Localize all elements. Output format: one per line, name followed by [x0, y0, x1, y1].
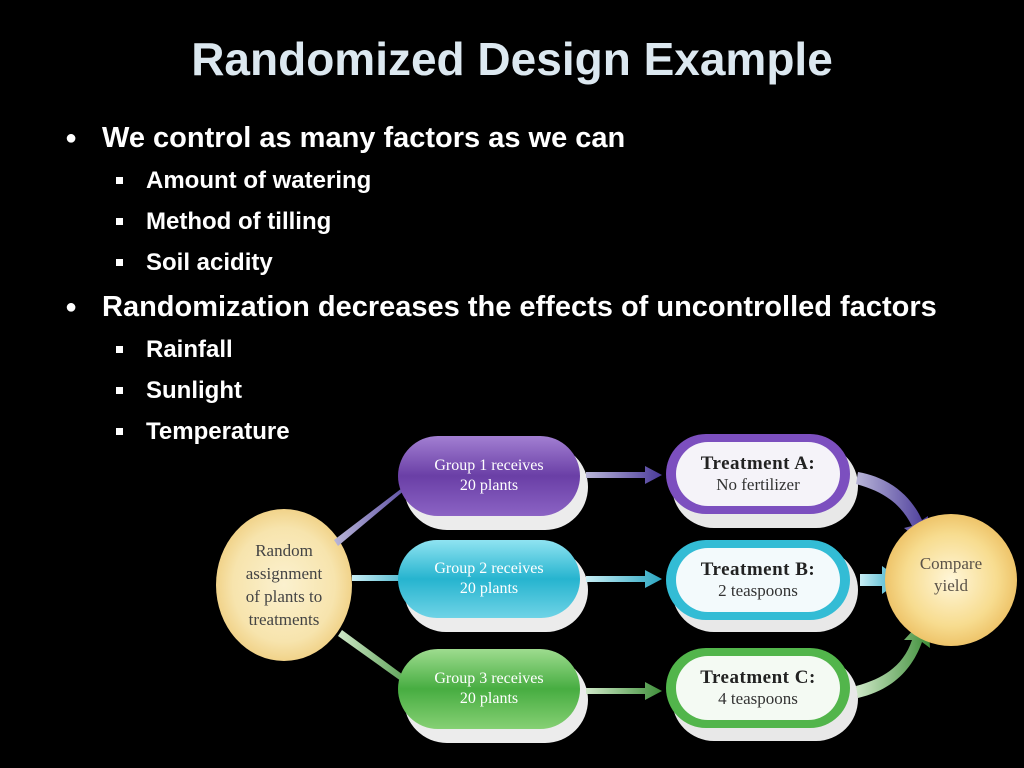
random-line: assignment: [245, 564, 323, 583]
group-line: 20 plants: [459, 580, 519, 597]
arrow-group2-to-treatmentB: [586, 570, 662, 588]
group-line: 20 plants: [459, 690, 519, 707]
random-line: Random: [255, 541, 313, 560]
subbullet-sunlight: Sunlight: [60, 370, 990, 411]
subbullet-acidity: Soil acidity: [60, 242, 990, 283]
treatment-subtitle: No fertilizer: [716, 475, 800, 494]
arrow-treatmentC-to-compare: [856, 614, 930, 698]
group-line: Group 2 receives: [434, 560, 544, 577]
treatmentC-inner: [676, 656, 840, 720]
treatmentB-inner: [676, 548, 840, 612]
subbullet-text: Soil acidity: [146, 249, 273, 276]
group-line: Group 1 receives: [434, 457, 544, 474]
treatment-subtitle: 4 teaspoons: [718, 689, 798, 708]
group-line: 20 plants: [459, 477, 519, 494]
group3-label: Group 3 receives 20 plants: [398, 649, 580, 729]
treatment-subtitle: 2 teaspoons: [718, 581, 798, 600]
group-line: Group 3 receives: [434, 670, 544, 687]
treatment-title: Treatment C:: [700, 667, 816, 688]
bullet-randomization: ● Randomization decreases the effects of…: [60, 287, 990, 327]
random-line: of plants to: [245, 587, 323, 606]
treatment-title: Treatment B:: [700, 559, 816, 580]
subbullet-text: Amount of watering: [146, 167, 372, 194]
compare-yield-node: [885, 514, 1017, 646]
random-line: treatments: [248, 610, 320, 629]
arrow-random-to-group2: [352, 569, 422, 587]
bullet-list: ● We control as many factors as we can A…: [60, 118, 990, 452]
compare-line: yield: [934, 576, 968, 595]
treatmentC-label: Treatment C: 4 teaspoons: [676, 656, 840, 720]
square-bullet-icon: [116, 428, 123, 435]
subbullet-watering: Amount of watering: [60, 160, 990, 201]
square-bullet-icon: [116, 218, 123, 225]
random-assignment-label: Random assignment of plants to treatment…: [216, 538, 352, 632]
treatmentA-label: Treatment A: No fertilizer: [676, 442, 840, 506]
bullet-text: Randomization decreases the effects of u…: [102, 291, 937, 323]
subbullet-tilling: Method of tilling: [60, 201, 990, 242]
square-bullet-icon: [116, 346, 123, 353]
bullet-controlled: ● We control as many factors as we can: [60, 118, 990, 158]
treatmentA-inner: [676, 442, 840, 506]
arrow-treatmentA-to-compare: [856, 472, 928, 546]
bullet-text: We control as many factors as we can: [102, 122, 626, 154]
group2-capsule: [398, 540, 580, 618]
compare-line: Compare: [919, 554, 983, 573]
bullet-dot-icon: ●: [65, 296, 78, 318]
compare-yield-label: Compare yield: [891, 546, 1011, 604]
subbullet-text: Method of tilling: [146, 208, 332, 235]
random-assignment-node: [216, 509, 352, 661]
treatment-title: Treatment A:: [700, 453, 816, 474]
page-title: Randomized Design Example: [191, 33, 833, 85]
subbullet-temperature: Temperature: [60, 411, 990, 452]
treatmentB-label: Treatment B: 2 teaspoons: [676, 548, 840, 612]
subbullet-rainfall: Rainfall: [60, 329, 990, 370]
square-bullet-icon: [116, 387, 123, 394]
subbullet-text: Temperature: [146, 418, 290, 445]
group1-label: Group 1 receives 20 plants: [398, 436, 580, 516]
arrow-group3-to-treatmentC: [586, 682, 662, 700]
arrow-group1-to-treatmentA: [586, 466, 662, 484]
square-bullet-icon: [116, 177, 123, 184]
square-bullet-icon: [116, 259, 123, 266]
group3-capsule: [398, 649, 580, 729]
group1-capsule: [398, 436, 580, 516]
subbullet-text: Sunlight: [146, 377, 242, 404]
bullet-dot-icon: ●: [65, 127, 78, 149]
group2-label: Group 2 receives 20 plants: [398, 540, 580, 618]
subbullet-text: Rainfall: [146, 336, 233, 363]
